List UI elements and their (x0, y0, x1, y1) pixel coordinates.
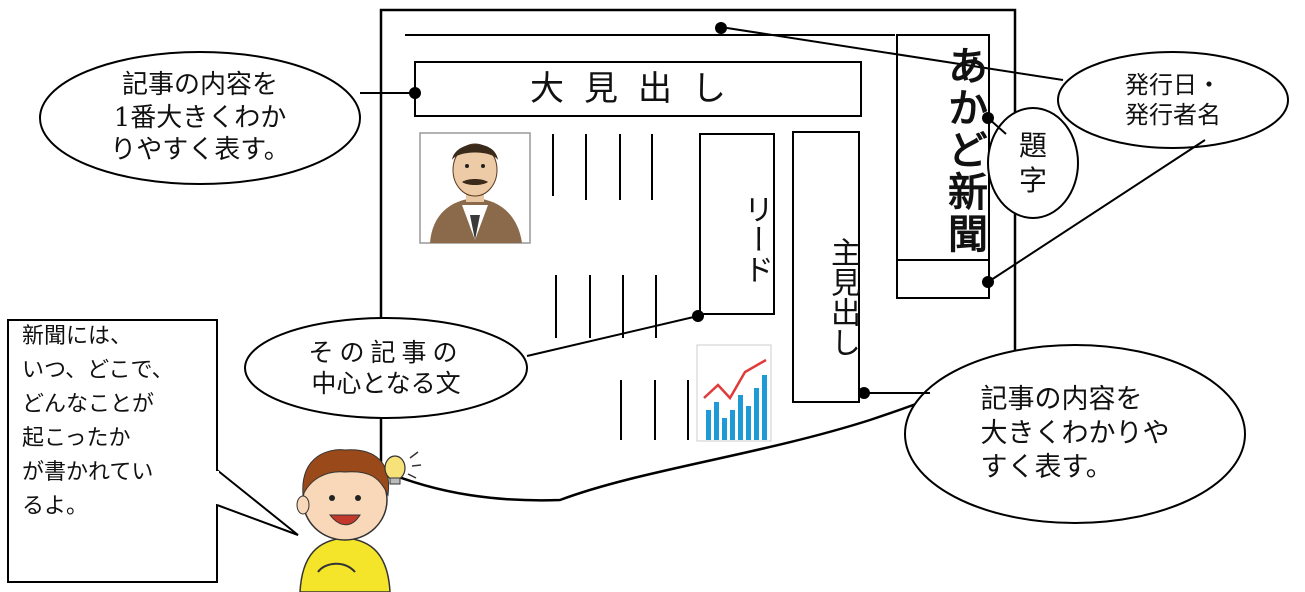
speech-tail (216, 469, 299, 536)
publish-callout: 発行日・ 発行者名 (1058, 52, 1288, 148)
callout-line: 字 (1018, 164, 1047, 197)
bubble-title (987, 107, 1079, 219)
article-lines-top (552, 134, 653, 200)
callout-line: 記事の内容を (980, 384, 1143, 416)
speech-line: るよ。 (22, 494, 89, 520)
bubble-publish (1057, 51, 1289, 149)
callout-line: りやすく表す。 (110, 135, 290, 166)
callout-line: 記事の内容を (121, 70, 278, 101)
main-headline-callout: 記事の内容を 大きくわかりや すく表す。 (905, 345, 1245, 523)
speech-line: どんなことが (22, 392, 155, 418)
lead-box (699, 133, 775, 315)
speech-box (7, 319, 218, 583)
bubble-big-headline (39, 51, 361, 185)
title-block-label: あかど新聞 (941, 45, 987, 255)
article-lines-middle (555, 275, 657, 338)
boy-illustration (296, 449, 422, 592)
chart-icon (696, 344, 772, 442)
callout-line: 大きくわかりや (980, 418, 1170, 450)
lead-callout: その記事の 中心となる文 (245, 318, 527, 418)
callout-line: 中心となる文 (311, 369, 461, 398)
main-headline-box (792, 131, 860, 403)
callout-line: その記事の (308, 337, 464, 367)
title-callout: 題 字 (988, 108, 1078, 218)
callout-line: 発行者名 (1125, 101, 1221, 129)
portrait-photo (419, 132, 531, 244)
big-headline-callout: 記事の内容を 1番大きくわか りやすく表す。 (40, 52, 360, 184)
bubble-main-headline (904, 344, 1246, 524)
speech-line: が書かれてい (22, 460, 154, 486)
bubble-lead (244, 317, 528, 419)
speech-line: 起こったか (22, 426, 131, 452)
connector-dots (409, 22, 994, 399)
callout-line: 発行日・ (1125, 71, 1221, 99)
speech-line: 新聞には、 (22, 324, 133, 349)
lead-label: リード (738, 194, 773, 284)
callout-line: 1番大きくわか (113, 102, 287, 133)
big-headline-label: 大見出し (530, 68, 746, 109)
callout-line: すく表す。 (980, 451, 1113, 483)
speech-line: いつ、どこで、 (22, 358, 174, 384)
callout-line: 題 (1018, 129, 1047, 162)
speech-note: 新聞には、 いつ、どこで、 どんなことが 起こったか が書かれてい るよ。 (22, 320, 216, 576)
article-lines-bottom (620, 380, 689, 440)
main-headline-label: 主見出し (825, 237, 860, 357)
